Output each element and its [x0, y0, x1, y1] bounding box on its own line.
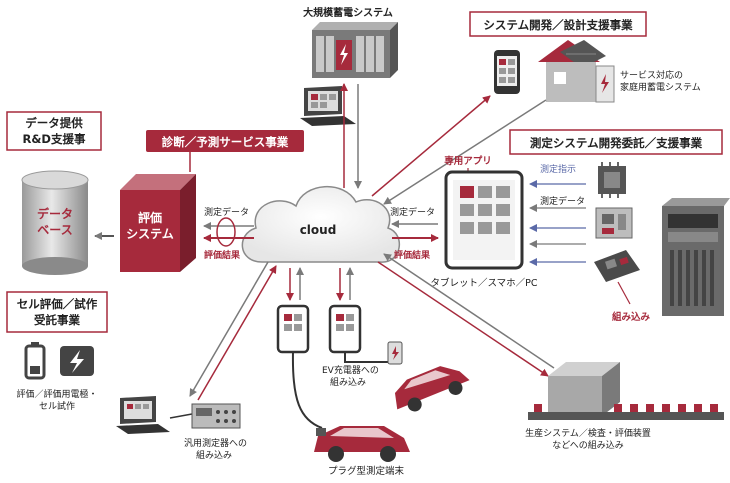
- arrow-meter-to-cloud: [197, 265, 277, 401]
- database-cylinder: データ ベース: [21, 170, 89, 275]
- box-cell-eval-line2: 受託事業: [34, 313, 80, 327]
- general-meter-icon: [191, 403, 241, 429]
- box-data-rd-line1: データ提供: [25, 116, 83, 130]
- laptop-bottom-icon: [116, 396, 170, 434]
- server-tower-icon: [662, 198, 730, 316]
- embedding-connector: [617, 281, 631, 305]
- label-meas-data-right: 測定データ: [390, 206, 435, 218]
- phone-top-icon: [494, 50, 520, 94]
- production-label-1: 生産システム／検査・評価装置: [525, 427, 651, 439]
- box-cell-eval-line1: セル評価／試作: [17, 297, 98, 311]
- home-storage-label-1: サービス対応の: [620, 69, 683, 81]
- database-label-1: データ: [37, 206, 73, 221]
- tablet-icon: [444, 170, 524, 270]
- phone-icon-2: [328, 304, 362, 354]
- arrow-cloud-to-production: [377, 261, 549, 377]
- arrow-home-to-cloud: [383, 99, 547, 205]
- box-system-dev-label: システム開発／設計支援事業: [483, 18, 633, 32]
- box-diagnosis-label: 診断／予測サービス事業: [162, 135, 289, 149]
- label-meas-data-device: 測定データ: [540, 195, 585, 207]
- box-measure-dev: 測定システム開発委託／支援事業: [509, 129, 723, 155]
- box-cell-eval: セル評価／試作 受託事業: [6, 291, 108, 333]
- cable-plug: [291, 351, 323, 429]
- production-machine-icon: [528, 362, 724, 420]
- plug-terminal-label: プラグ型測定端末: [328, 465, 405, 477]
- label-eval-result-left: 評価結果: [204, 249, 241, 261]
- house-icon: [538, 40, 615, 103]
- ev-charger-icon: [387, 341, 403, 365]
- box-data-rd: データ提供 R&D支援事: [6, 111, 102, 151]
- cloud-label: cloud: [300, 223, 337, 237]
- eval-system-box: 評価 システム: [120, 174, 196, 272]
- laptop-top-icon: [300, 86, 356, 126]
- arrow-production-to-cloud: [383, 253, 555, 369]
- tablet-label: タブレット／スマホ／PC: [430, 277, 537, 289]
- chip-icon: [598, 162, 626, 198]
- database-label-2: ベース: [37, 223, 72, 237]
- general-meter-label-2: 組み込み: [196, 449, 232, 461]
- ev-charger-label-2: 組み込み: [330, 376, 366, 388]
- arrow-cloud-to-meter: [189, 261, 269, 397]
- arrow-cloud-to-home: [371, 95, 491, 197]
- label-eval-result-right: 評価結果: [394, 249, 431, 261]
- meter-cable: [169, 413, 193, 419]
- embedding-label: 組み込み: [612, 311, 651, 323]
- label-meas-instruction: 測定指示: [540, 163, 576, 175]
- box-diagnosis: 診断／予測サービス事業: [146, 130, 304, 152]
- phone-icon-1: [276, 304, 310, 354]
- large-storage-label: 大規模蓄電システム: [303, 6, 393, 19]
- ev-car-icon: [394, 366, 470, 412]
- board-icon-2: [594, 250, 640, 282]
- cloud-shape: cloud: [241, 186, 401, 263]
- box-data-rd-line2: R&D支援事: [23, 132, 86, 146]
- eval-loop-mark: [216, 217, 236, 247]
- general-meter-label-1: 汎用測定器への: [184, 437, 247, 449]
- production-label-2: などへの組み込み: [552, 439, 624, 451]
- large-storage-building: [312, 22, 398, 78]
- box-measure-dev-label: 測定システム開発委託／支援事業: [530, 136, 703, 150]
- plug-car-icon: [314, 426, 410, 462]
- cell-prototype-label-1: 評価／評価用電極・: [16, 388, 97, 400]
- battery-icons: [24, 342, 94, 380]
- box-system-dev: システム開発／設計支援事業: [469, 11, 647, 37]
- cell-prototype-label-2: セル試作: [39, 400, 75, 412]
- board-icon-1: [595, 207, 633, 239]
- cable-ev: [344, 352, 388, 363]
- eval-system-label-1: 評価: [138, 210, 162, 225]
- home-storage-label-2: 家庭用蓄電システム: [620, 81, 701, 93]
- ev-charger-label-1: EV充電器への: [322, 364, 379, 376]
- eval-system-label-2: システム: [126, 227, 174, 241]
- label-meas-data-left: 測定データ: [204, 206, 249, 218]
- dedicated-app-label: 専用アプリ: [444, 155, 492, 167]
